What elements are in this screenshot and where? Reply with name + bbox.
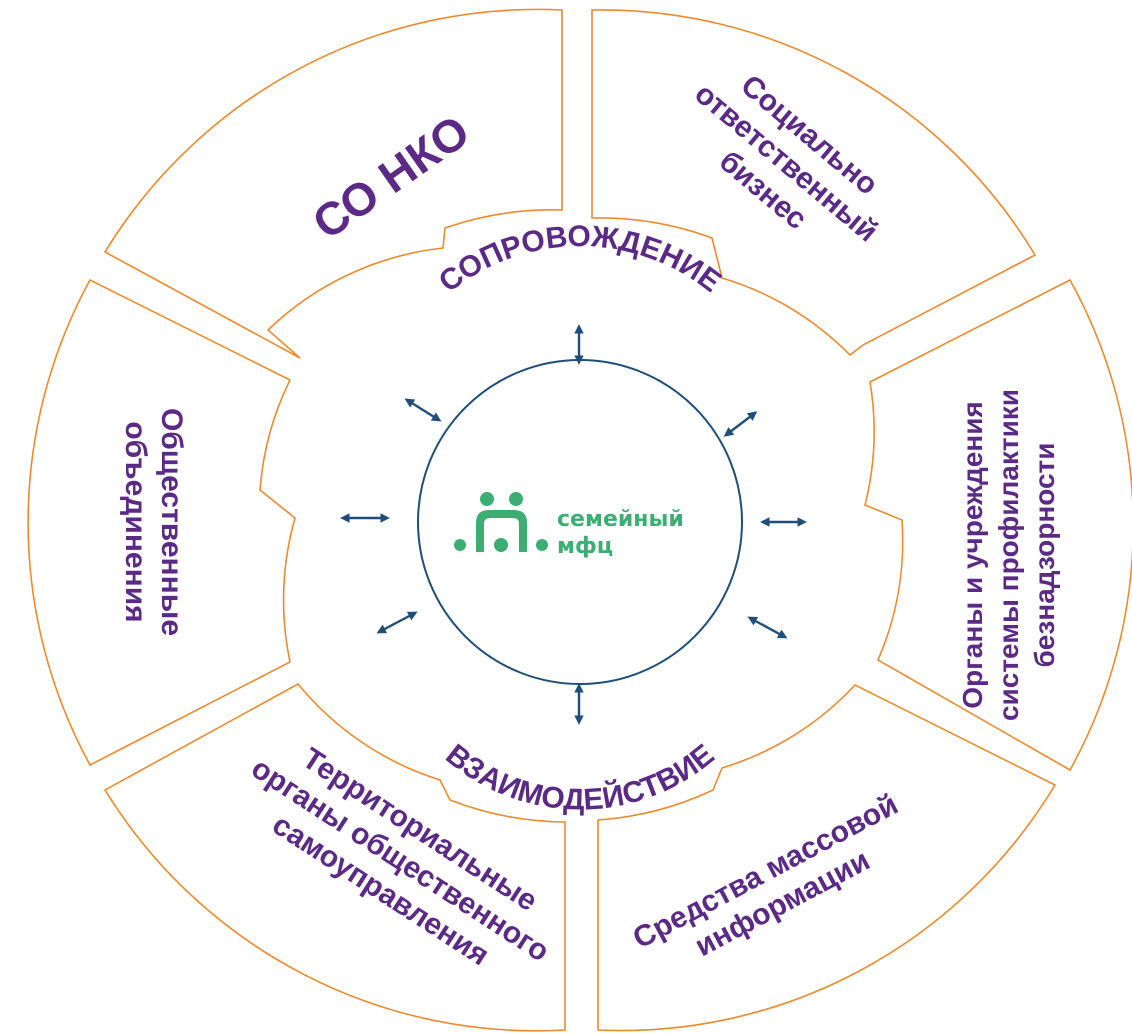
semeyny-mfc-logo: семейный мфц [454, 492, 684, 559]
label-associations: Общественные объединения [119, 408, 188, 636]
label-self-government: Территориальные органы общественного сам… [245, 742, 554, 973]
ring-label-top: СОПРОВОЖДЕНИЕ [433, 220, 727, 299]
svg-text:системы профилактики: системы профилактики [993, 389, 1024, 721]
segment-so-nko-outline [103, 8, 563, 359]
segment-media-outline [597, 684, 1057, 1032]
ring-label-bottom: ВЗАИМОДЕЙСТВИЕ [440, 738, 721, 817]
segment-associations-outline [27, 278, 296, 767]
arrow-top-right [723, 411, 758, 437]
segment-self-government-outline [103, 682, 566, 1032]
arrows [340, 324, 807, 725]
label-so-nko: СО НКО [303, 105, 478, 250]
svg-text:безнадзорности: безнадзорности [1029, 443, 1060, 668]
arrow-top-left [404, 398, 442, 422]
segment-prevention-outline [864, 278, 1132, 772]
segment-business-outline [591, 9, 1037, 357]
arrow-bottom-left [376, 611, 418, 634]
logo-line-2: мфц [557, 534, 613, 559]
svg-text:Общественные: Общественные [155, 408, 188, 636]
outer-ring [27, 8, 1132, 1032]
label-media: Средства массовой информации [628, 788, 904, 963]
family-icon [454, 492, 548, 552]
label-prevention: Органы и учреждения системы профилактики… [957, 389, 1060, 721]
logo-line-1: семейный [557, 507, 684, 532]
svg-text:объединения: объединения [119, 421, 152, 622]
svg-text:Органы и учреждения: Органы и учреждения [957, 401, 988, 709]
arrow-bottom-right [747, 616, 788, 639]
label-business: Социально ответственный бизнес [688, 69, 884, 249]
